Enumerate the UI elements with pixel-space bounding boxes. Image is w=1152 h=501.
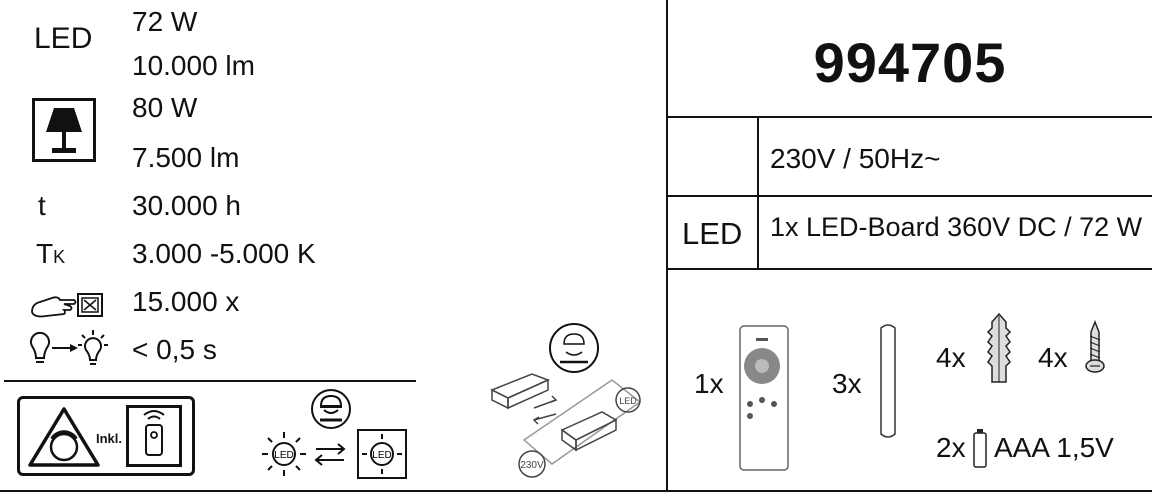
lifetime-value: 30.000 h xyxy=(132,190,241,221)
equivalent-power: 80 W xyxy=(132,92,198,123)
bottom-border xyxy=(0,490,1152,492)
voltage-value: 230V / 50Hz~ xyxy=(770,143,941,174)
led-power: 72 W xyxy=(132,6,198,37)
led-exchange-icon: LED LED xyxy=(262,429,407,479)
switch-cycles-value: 15.000 x xyxy=(132,286,240,317)
driver-illustration: 230V LED xyxy=(490,323,642,478)
right-hline-1 xyxy=(668,116,1152,118)
equivalent-lumen: 7.500 lm xyxy=(132,142,240,173)
screw-icon xyxy=(1085,319,1105,373)
lamp-icon xyxy=(32,98,96,162)
screws-qty: 4x xyxy=(1038,342,1068,373)
led-exchange-label-1: LED xyxy=(274,450,293,461)
vertical-divider xyxy=(666,0,668,492)
color-temp-value: 3.000 -5.000 K xyxy=(132,238,316,269)
remote-qty: 1x xyxy=(694,368,724,399)
led-lumen: 10.000 lm xyxy=(132,50,255,81)
battery-label: AAA 1,5V xyxy=(994,432,1114,463)
rod-icon xyxy=(880,324,896,438)
led-label: LED xyxy=(34,22,93,55)
remote-badge-icon xyxy=(126,405,182,467)
right-vline xyxy=(757,118,759,268)
battery-qty: 2x xyxy=(936,432,966,463)
anchors-qty: 4x xyxy=(936,342,966,373)
lifetime-label: t xyxy=(38,190,46,221)
right-hline-3 xyxy=(668,268,1152,270)
battery-icon xyxy=(973,429,987,468)
right-hline-2 xyxy=(668,195,1152,197)
driver-led-label: LED xyxy=(619,396,637,406)
color-temp-label: TK xyxy=(36,240,65,268)
led-board-value: 1x LED-Board 360V DC / 72 W xyxy=(770,212,1143,242)
warmup-icon xyxy=(30,330,108,365)
article-number: 994705 xyxy=(813,31,1007,94)
switch-cycles-icon xyxy=(31,293,103,318)
wall-anchor-icon xyxy=(986,312,1012,383)
remote-control-icon xyxy=(739,325,789,471)
dimmer-icon xyxy=(28,407,100,467)
rods-qty: 3x xyxy=(832,368,862,399)
led-exchange-label-2: LED xyxy=(372,450,391,461)
inkl-label: Inkl. xyxy=(96,431,123,446)
dimmer-remote-badge: Inkl. xyxy=(17,396,195,476)
color-temp-symbol: T xyxy=(36,238,54,269)
warmup-value: < 0,5 s xyxy=(132,334,217,365)
color-temp-sub: K xyxy=(53,247,66,267)
electrician-icon xyxy=(311,389,351,429)
left-section-divider xyxy=(4,380,416,382)
led-section-label: LED xyxy=(682,216,743,251)
driver-voltage-label: 230V xyxy=(520,460,544,471)
